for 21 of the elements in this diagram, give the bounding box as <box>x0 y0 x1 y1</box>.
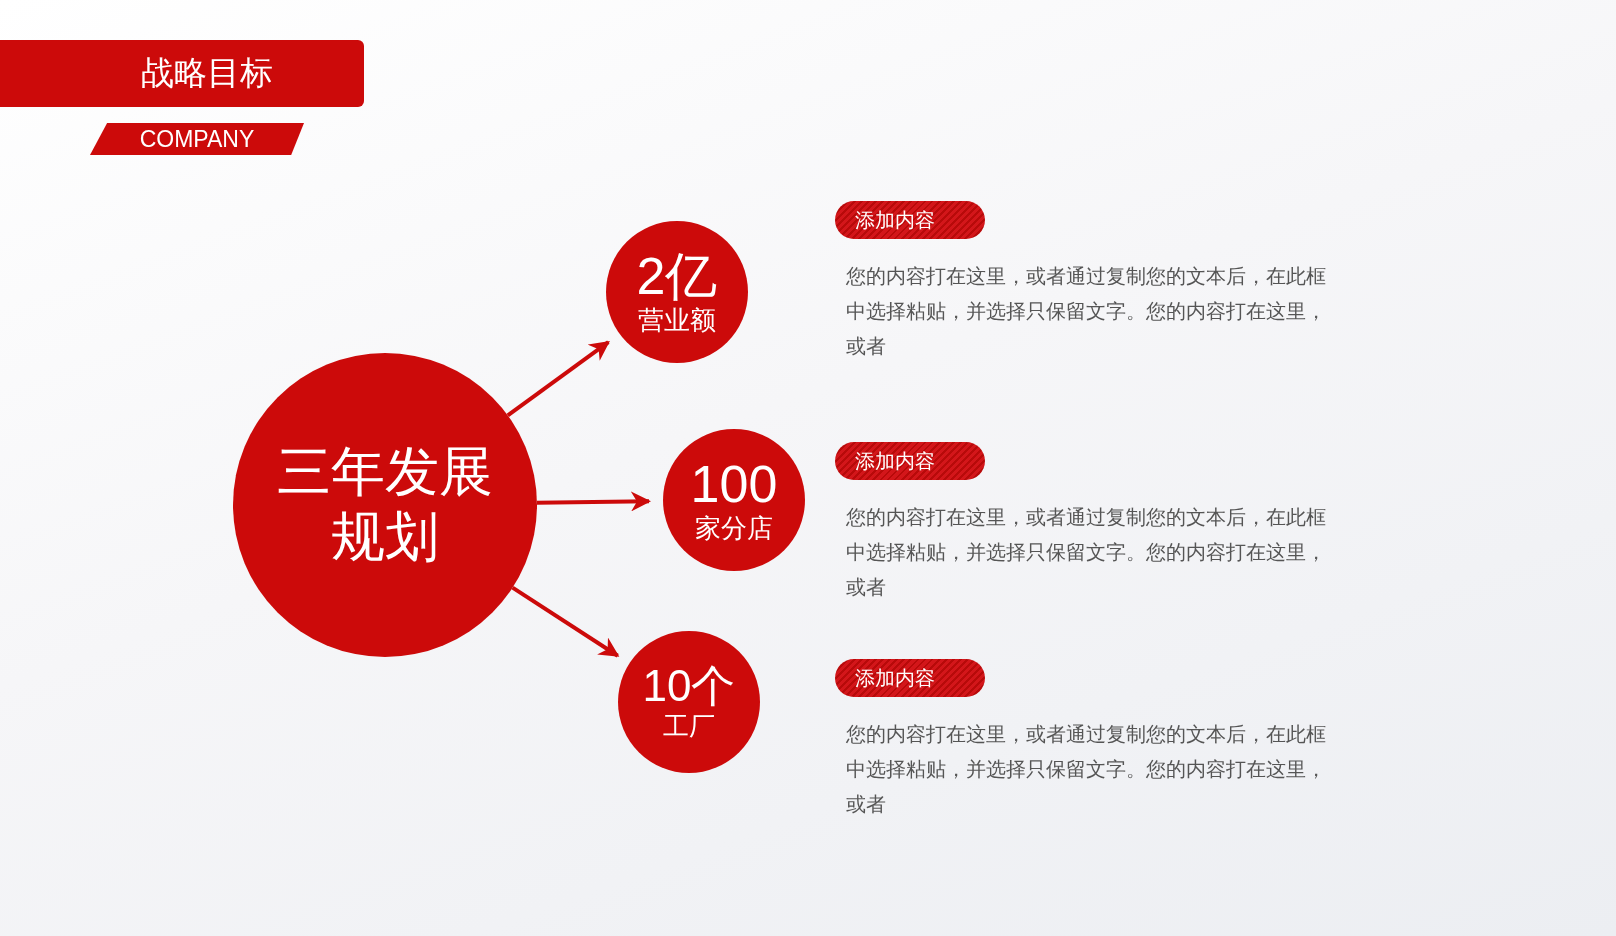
tag-text: 添加内容 <box>855 447 935 475</box>
stat-value: 100 <box>690 455 778 513</box>
circle-title: 三年发展规划 <box>276 440 494 570</box>
tag-pill <box>835 442 985 480</box>
tag-text: 添加内容 <box>855 664 935 692</box>
description-text: 您的内容打在这里，或者通过复制您的文本后，在此框中选择粘贴，并选择只保留文字。您的内容打在这里，或者 <box>846 505 1327 601</box>
stat-label: 营业额 <box>638 305 716 337</box>
stat-label: 家分店 <box>695 513 773 545</box>
arrow <box>536 491 651 512</box>
tag-pill <box>835 201 985 239</box>
subtitle: COMPANY <box>139 125 255 153</box>
arrow <box>511 586 620 658</box>
stat-value: 10个 <box>642 662 736 711</box>
description-text: 您的内容打在这里，或者通过复制您的文本后，在此框中选择粘贴，并选择只保留文字。您的内容打在这里，或者 <box>846 264 1327 360</box>
tag-pill <box>835 659 985 697</box>
tag-text: 添加内容 <box>855 206 935 234</box>
arrow <box>506 340 610 418</box>
stat-label: 工厂 <box>663 710 715 742</box>
title: 战略目标 <box>140 52 273 94</box>
stat-value: 2亿 <box>636 247 718 305</box>
description-text: 您的内容打在这里，或者通过复制您的文本后，在此框中选择粘贴，并选择只保留文字。您的内容打在这里，或者 <box>846 722 1327 818</box>
